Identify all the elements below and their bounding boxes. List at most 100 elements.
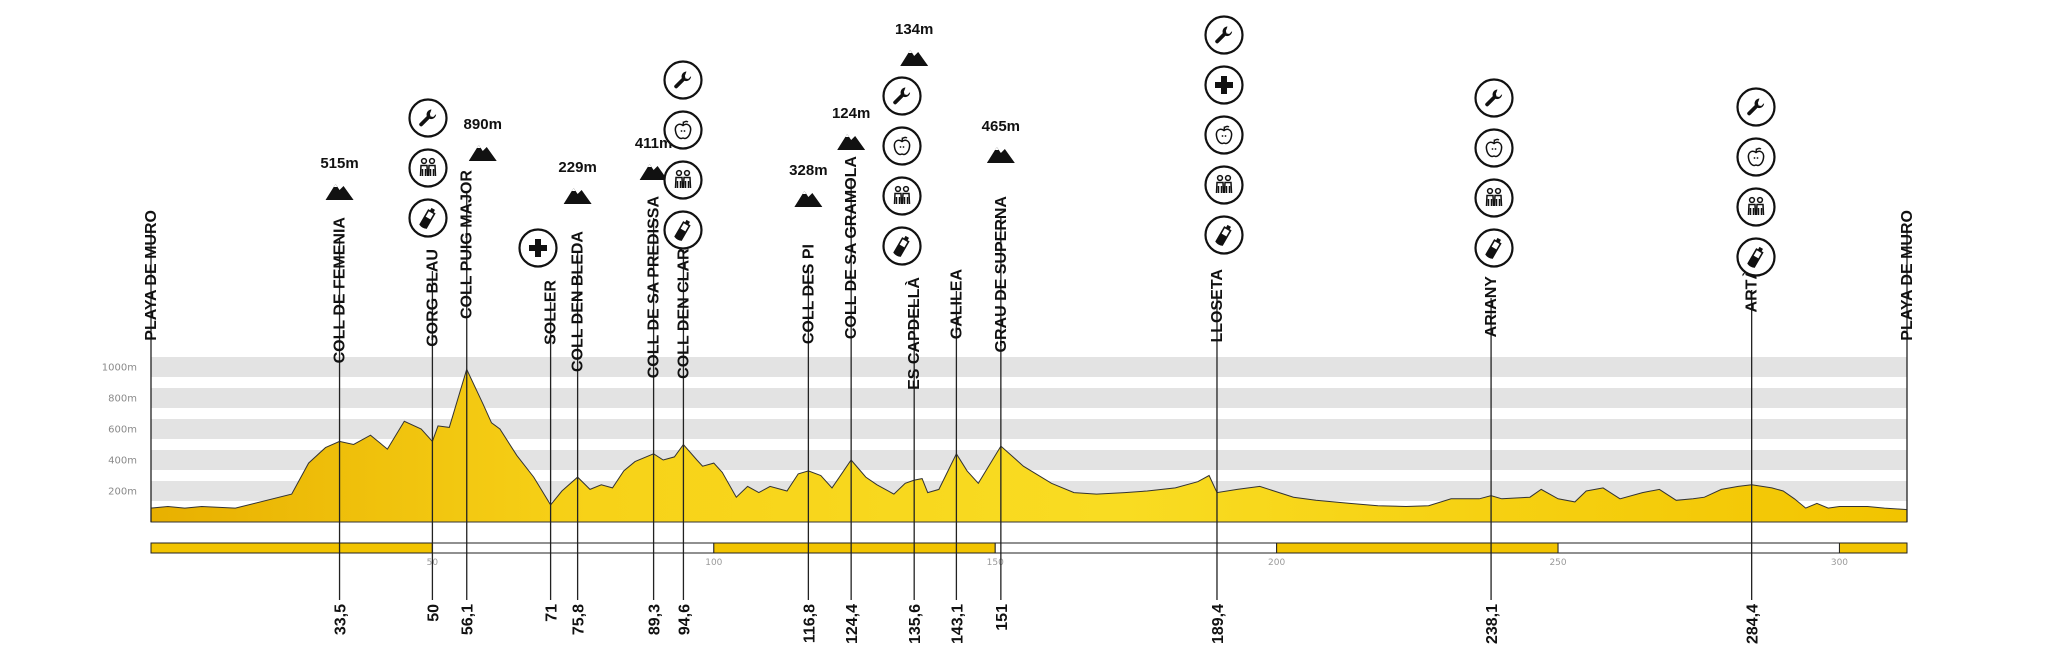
- apple-icon: [882, 126, 922, 166]
- icon-ring: [882, 126, 922, 166]
- people-icon: [1736, 187, 1776, 227]
- checkpoint-km: 50: [425, 604, 442, 622]
- checkpoint-name: SOLLER: [543, 280, 560, 345]
- checkpoint-name: GORG BLAU: [424, 249, 441, 347]
- mountain-icon: [468, 145, 497, 161]
- mountain-icon: [563, 188, 592, 204]
- bottle-icon: [1474, 228, 1514, 268]
- elevation-label: 890m: [464, 116, 502, 133]
- checkpoint-km: 151: [994, 604, 1011, 631]
- checkpoint-km: 116,8: [801, 604, 818, 643]
- checkpoint-km: 238,1: [1484, 604, 1501, 644]
- bottle-icon: [882, 226, 922, 266]
- scale-segment: [713, 542, 996, 554]
- wrench-icon: [882, 76, 922, 116]
- scale-segment: [1276, 542, 1559, 554]
- checkpoint-km: 143,1: [949, 604, 966, 644]
- elevation-label: 515m: [320, 155, 358, 172]
- apple-icon: [1736, 137, 1776, 177]
- checkpoint-name: ES CAPDELLÀ: [904, 277, 923, 390]
- checkpoint-km: 71: [544, 604, 561, 622]
- wrench-icon: [663, 60, 703, 100]
- icon-ring: [408, 148, 448, 188]
- people-icon: [1204, 165, 1244, 205]
- wrench-icon: [1474, 78, 1514, 118]
- mountain-icon: [900, 50, 929, 66]
- checkpoint-name: COLL DES PI: [800, 244, 817, 344]
- mountain-icon: [639, 164, 668, 180]
- bottle-icon: [1736, 237, 1776, 277]
- mountain-icon: [325, 184, 354, 200]
- apple-icon: [663, 110, 703, 150]
- checkpoint-km: 94,6: [676, 604, 693, 635]
- checkpoint: SOLLER 71: [518, 228, 561, 622]
- grid-band: [151, 419, 1907, 439]
- elevation-area: [150, 367, 1908, 523]
- checkpoint: COLL DEN CLARET 94,6: [663, 60, 703, 635]
- checkpoint-name: ARTÀ: [1742, 268, 1761, 313]
- mountain-icon: [986, 147, 1015, 163]
- elevation-label: 465m: [982, 118, 1020, 135]
- icon-ring: [1474, 178, 1514, 218]
- checkpoint-name: PLAYA DE MURO: [1899, 210, 1916, 341]
- icon-ring: [1474, 128, 1514, 168]
- scale-segment: [1838, 542, 1908, 554]
- checkpoint-km: 56,1: [460, 604, 477, 635]
- checkpoint: PLAYA DE MURO: [1899, 210, 1916, 522]
- elevation-label: 328m: [789, 162, 827, 179]
- checkpoint: PLAYA DE MURO: [143, 210, 160, 522]
- checkpoint-name: COLL DEN CLARET: [675, 228, 692, 379]
- checkpoint-name: COLL DE FEMENIA: [332, 217, 349, 364]
- scale-tick-label: 150: [987, 558, 1004, 568]
- icon-ring: [1204, 115, 1244, 155]
- elevation-label: 134m: [895, 21, 933, 38]
- checkpoint: COLL DE FEMENIA 33,5 515m: [320, 155, 358, 635]
- mountain-icon: [794, 191, 823, 207]
- people-icon: [1474, 178, 1514, 218]
- checkpoint: COLL DES PI 116,8 328m: [789, 162, 827, 643]
- icon-ring: [1204, 165, 1244, 205]
- y-tick-label: 600m: [108, 425, 137, 436]
- medical-cross-icon: [1204, 65, 1244, 105]
- scale-segment: [994, 542, 1278, 554]
- checkpoint-name: COLL DE SA PREDISSA: [646, 196, 663, 379]
- scale-segment: [1557, 542, 1840, 554]
- grid-band: [151, 388, 1907, 408]
- grid-band: [151, 450, 1907, 470]
- grid-band: [151, 357, 1907, 377]
- scale-segment: [431, 542, 715, 554]
- elevation-grid-bands: [151, 357, 1907, 501]
- scale-segment: [150, 542, 433, 554]
- icon-ring: [663, 160, 703, 200]
- wrench-icon: [1736, 87, 1776, 127]
- icon-ring: [882, 176, 922, 216]
- scale-tick-label: 100: [705, 558, 722, 568]
- icon-ring: [1736, 187, 1776, 227]
- checkpoint-markers: PLAYA DE MURO COLL DE FEMENIA 33,5 515mGORG…: [143, 15, 1916, 644]
- elevation-label: 411m: [635, 135, 673, 152]
- checkpoint-km: 124,4: [844, 604, 861, 644]
- y-tick-label: 400m: [108, 456, 137, 467]
- checkpoint-km: 33,5: [333, 604, 350, 635]
- people-icon: [663, 160, 703, 200]
- wrench-icon: [408, 98, 448, 138]
- bottle-icon: [663, 210, 703, 250]
- checkpoint-name: LLOSETA: [1209, 269, 1226, 343]
- icon-ring: [1736, 137, 1776, 177]
- mountain-icon: [837, 134, 866, 150]
- checkpoint-name: COLL DEN BLEDA: [570, 231, 587, 372]
- checkpoint-name: PLAYA DE MURO: [143, 210, 160, 341]
- scale-tick-label: 250: [1549, 558, 1566, 568]
